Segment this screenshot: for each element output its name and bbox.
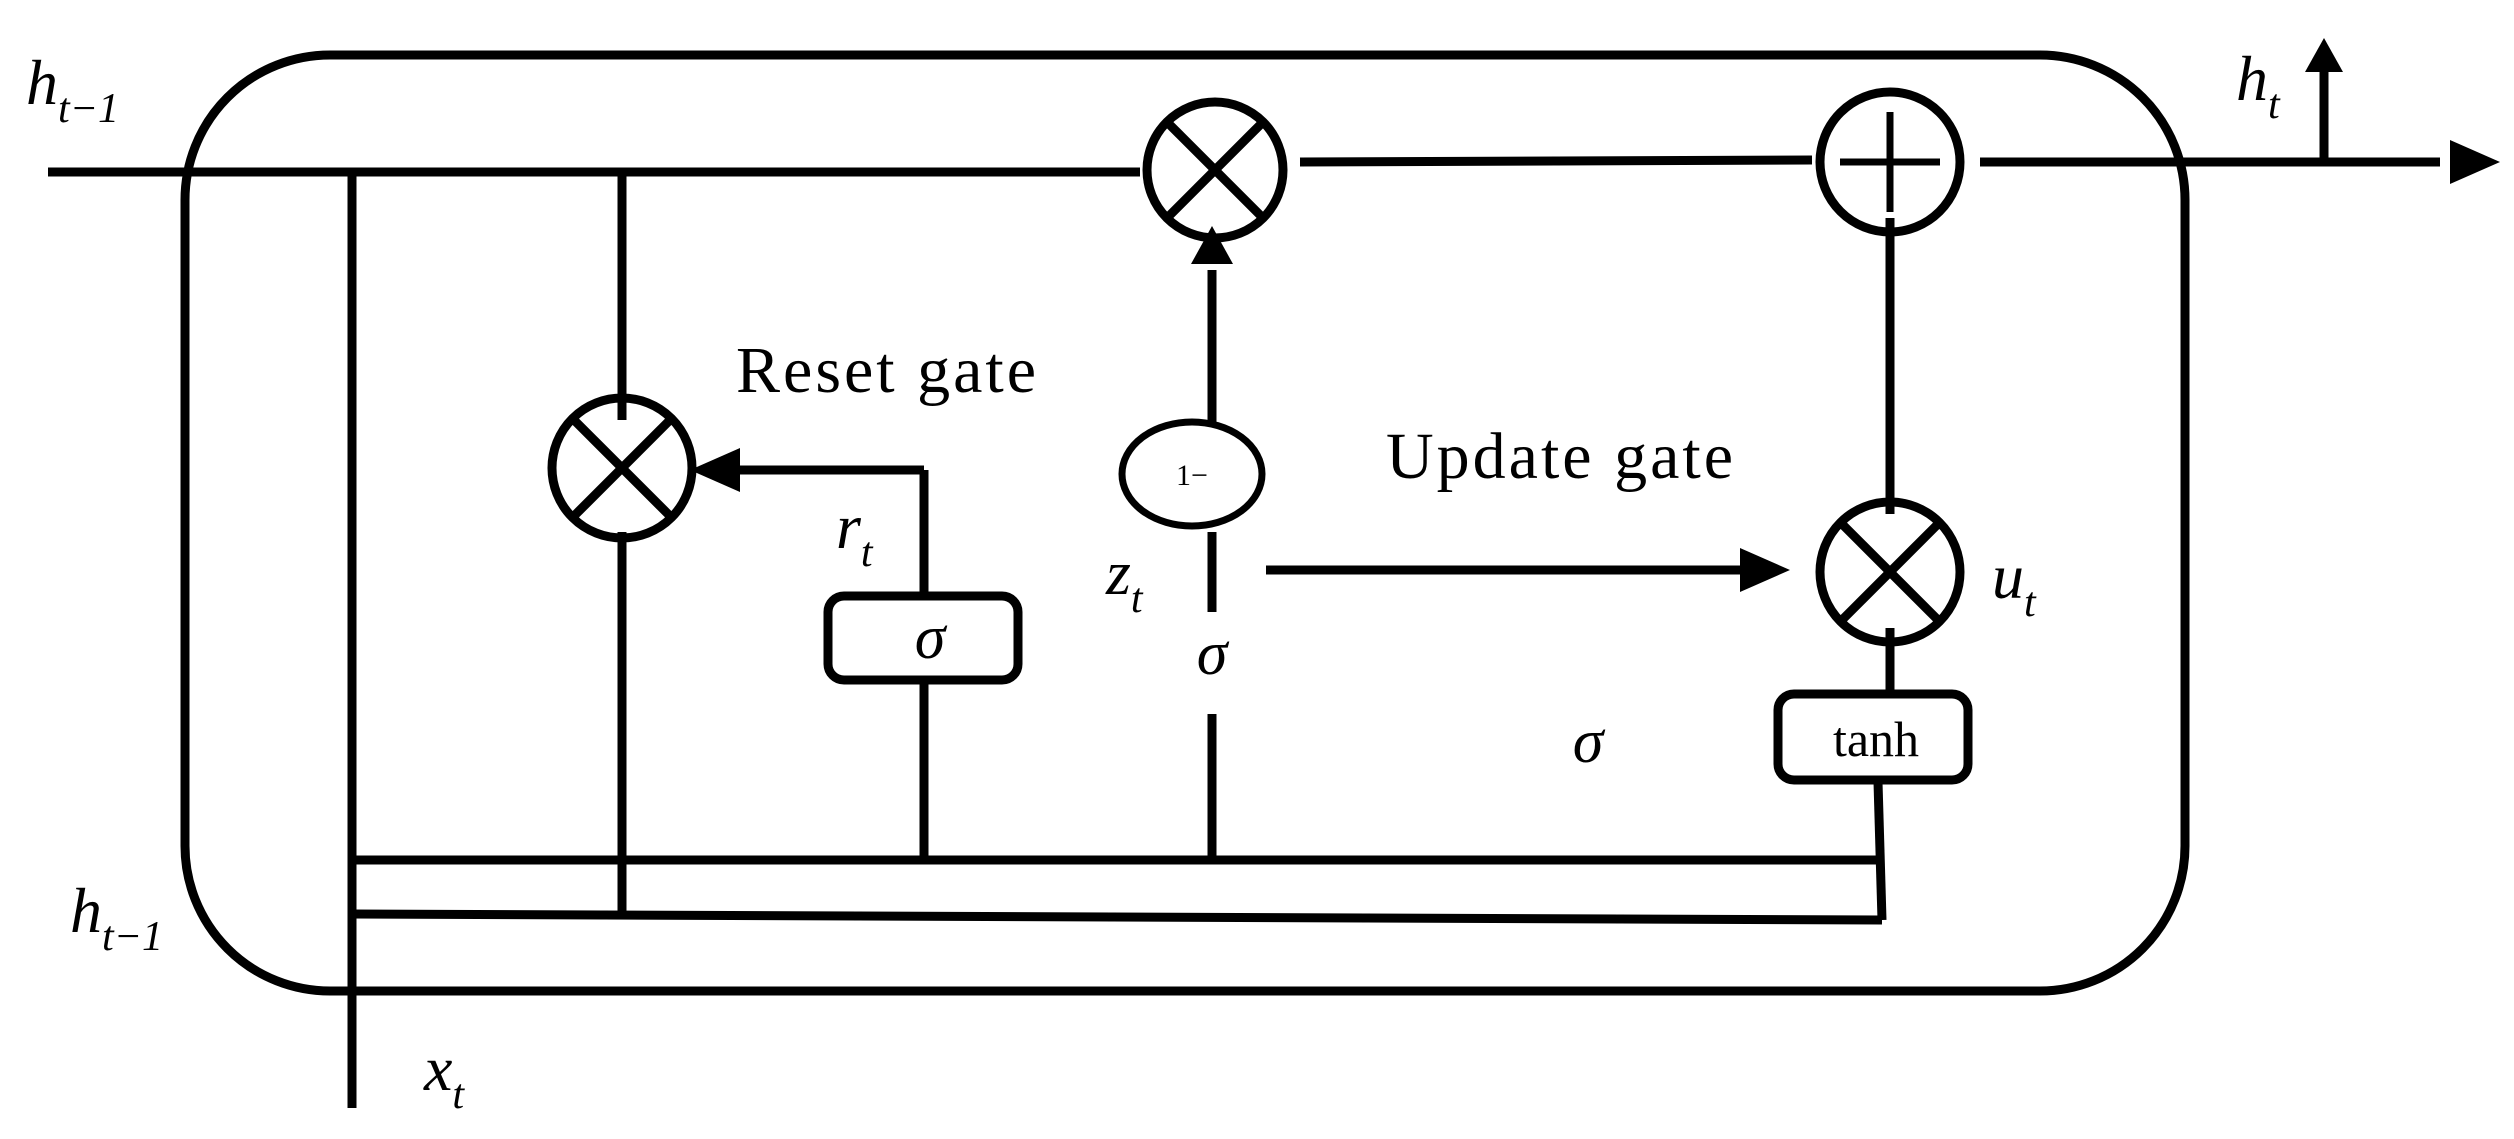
output-up-arrowhead — [2305, 38, 2343, 72]
bus-right-connector — [1873, 781, 1887, 921]
reset-gate-label: Reset gate — [736, 334, 1039, 407]
bus-lower-line — [351, 909, 1883, 925]
cell-boundary — [180, 50, 2190, 996]
multiply-node-top — [1142, 97, 1288, 243]
u-label: ut — [1992, 541, 2037, 626]
add-node — [1815, 87, 1965, 237]
sigma-box-reset — [823, 591, 1023, 685]
multiply-node-reset — [547, 393, 697, 543]
sigma-reset-label: σ — [915, 604, 948, 672]
z-label: zt — [1105, 537, 1144, 622]
reset-arrowhead — [690, 448, 740, 492]
sigma-update-label: σ — [1197, 620, 1230, 688]
h-prev-top-label: ht−1 — [26, 47, 119, 132]
tanh-label: tanh — [1833, 711, 1919, 767]
r-label: rt — [836, 491, 874, 576]
sigma-extra-label: σ — [1573, 708, 1606, 776]
output-arrowhead — [2450, 140, 2500, 184]
h-prev-bottom-label: ht−1 — [70, 875, 163, 960]
one-minus-label: 1− — [1176, 459, 1208, 492]
multiply-node-update — [1815, 497, 1965, 647]
h-out-label: ht — [2236, 43, 2281, 128]
hidden-state-line-mid — [1299, 155, 1813, 167]
one-minus-arrowhead — [1191, 226, 1233, 264]
update-gate-label: Update gate — [1386, 420, 1736, 493]
one-minus-node — [1118, 418, 1266, 530]
update-arrowhead — [1740, 548, 1790, 592]
tanh-box — [1773, 689, 1973, 785]
x-input-label: xt — [423, 1033, 465, 1118]
